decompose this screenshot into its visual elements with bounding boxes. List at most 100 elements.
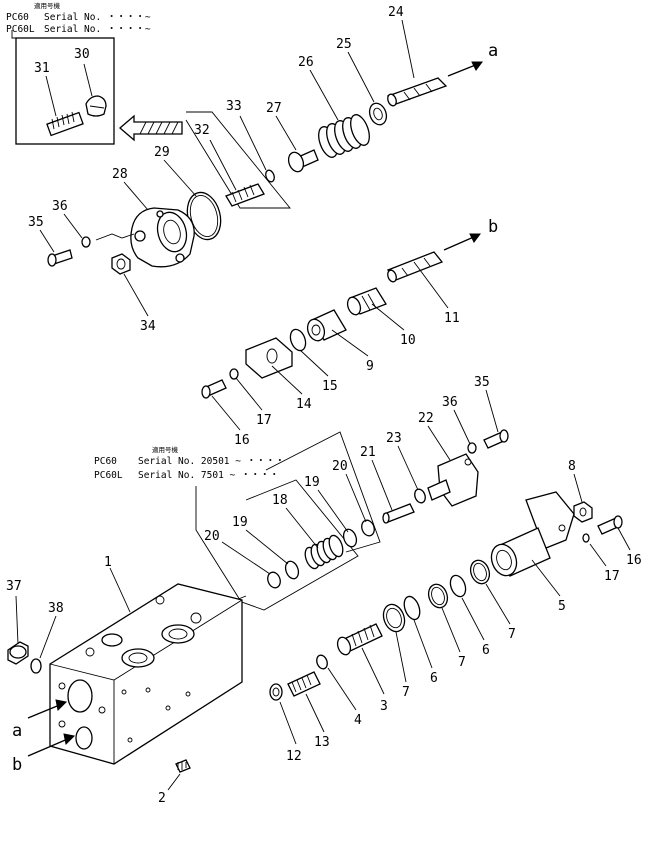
part-22-hole [464,458,472,466]
part-14-hole [266,348,278,364]
leader-21 [371,459,393,511]
leader-32 [209,139,237,191]
middle-valve-assembly: b [201,217,498,399]
part-5-face [490,543,518,577]
part-12-body [269,683,283,701]
part-22-flange [437,453,479,507]
part-17-washer-top [229,368,239,380]
part-1-front-hole-5 [121,689,127,695]
part-8-bore [579,507,587,517]
callout-6-b: 6 [430,671,438,686]
part-11-lands [401,257,431,277]
leader-16a [211,395,241,431]
top-note-model-1: PC60 [6,12,29,23]
callout-11: 11 [444,311,460,326]
top-note-model-2: PC60L [6,24,35,35]
callout-17-top: 17 [256,413,272,428]
leader-10 [371,303,405,331]
callout-26: 26 [298,55,314,70]
part-1-front-hole-3 [185,691,191,697]
part-1-front-hole-4 [127,737,133,743]
callout-2: 2 [158,791,166,806]
part-5-hole [558,524,566,532]
leader-26 [309,69,339,121]
part-2-plug [175,759,191,773]
inset-valve-parts [267,503,415,589]
part-15-oring [289,328,307,352]
middle-note-model-2: PC60L [94,470,123,481]
part-28-cover [130,207,195,268]
part-31-stud [46,111,84,137]
top-serial-note: 適用号機 PC60 Serial No. ・・・・~ PC60L Serial … [6,1,151,35]
callout-20-lower: 20 [204,529,220,544]
arrow-a-top-head [471,61,483,71]
part-12-plug [269,683,283,701]
port-label-b-top: b [488,217,498,237]
leader-17b [589,543,607,567]
callout-29: 29 [154,145,170,160]
lower-right-assembly [382,491,623,633]
part-1-side-hole-1 [58,682,66,690]
part-33-oring [265,169,275,183]
callout-15: 15 [322,379,338,394]
port-label-a-side: a [12,721,22,741]
part-1-front-hole-1 [145,687,151,693]
part-10-sleeve [346,287,387,316]
arrow-a-top-line [447,63,479,77]
top-note-serial-1: Serial No. ・・・・~ [44,12,151,23]
part-19-oring-upper [342,528,358,548]
part-24-lands [403,83,433,101]
callout-16-top: 16 [234,433,250,448]
callout-24: 24 [388,5,404,20]
leader-lines [15,19,631,791]
leader-19a [317,489,349,533]
part-36-washer-top [81,236,91,248]
part-28-bolt-hole-2 [175,253,185,263]
leader-24 [401,19,415,79]
part-28-bolt-hole-1 [134,230,146,242]
part-1-hole-b [190,612,202,624]
leader-33 [239,115,267,171]
part-25-ring-inner [373,107,383,121]
part-5-cap [490,491,575,577]
part-8-body [573,501,593,523]
leader-11 [419,269,449,309]
top-note-serial-2: Serial No. ・・・・~ [44,24,151,35]
callout-23: 23 [386,431,402,446]
arrow-a-side-line [27,703,63,719]
part-16-head [201,385,211,399]
bracket-middle-left [195,486,241,601]
note-bracket [11,30,16,39]
leader-35a [39,229,55,253]
middle-serial-note: 適用号機 PC60 Serial No. 20501 ~ ・・・・ PC60L … [94,445,285,481]
callout-22: 22 [418,411,434,426]
part-30-cap [85,95,107,117]
part-28-boss [156,211,188,253]
part-8-nut [573,501,593,523]
part-34-nut [111,253,131,275]
part-6-ring-b [449,574,467,598]
part-16-bolt-top [201,379,227,399]
part-1-port-3 [101,633,123,647]
part-1-port-2-inner [168,628,188,640]
leader-36a [63,213,83,239]
part-12-core [272,687,280,697]
arrow-b-top-head [469,233,481,243]
leader-18 [285,507,319,549]
callout-33: 33 [226,99,242,114]
leader-25 [347,51,375,103]
part-1-port-1-inner [128,652,148,664]
part-27-head [287,151,305,173]
callout-34: 34 [140,319,156,334]
top-valve-assembly: a [225,41,498,207]
part-32-threads [231,184,255,203]
callout-7-a: 7 [508,627,516,642]
callout-19-lower: 19 [232,515,248,530]
right-upper-parts [414,429,509,507]
part-2-body [175,759,191,773]
callout-16-right: 16 [626,553,642,568]
leader-20b [221,541,271,575]
callout-7-b: 7 [458,655,466,670]
part-7-ring-b-inner [431,586,445,606]
part-13-spring [287,671,321,697]
